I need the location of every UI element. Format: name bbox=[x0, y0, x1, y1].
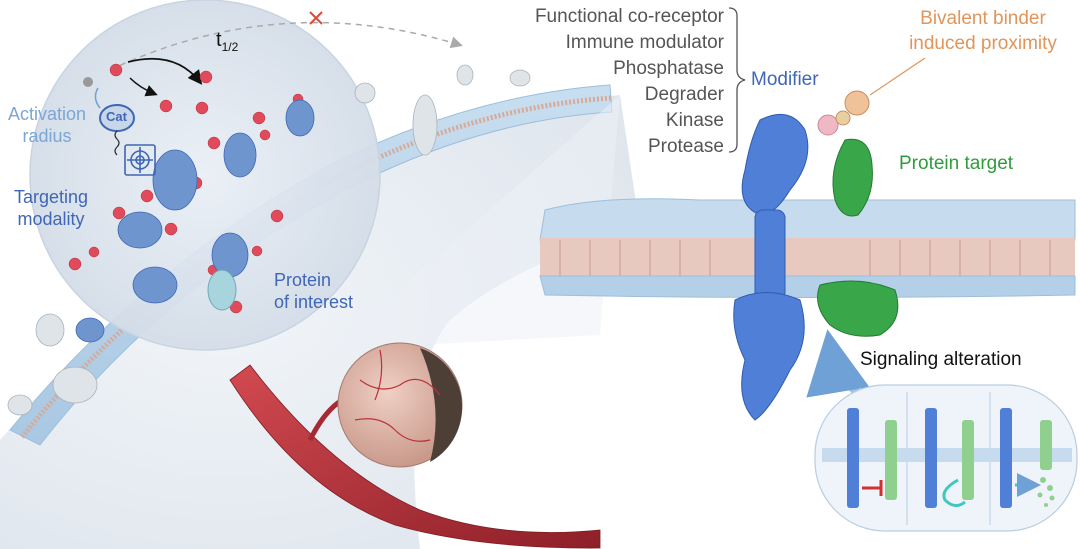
inset-panel-degrade bbox=[1000, 408, 1055, 508]
modifier-option: Kinase bbox=[665, 110, 724, 131]
modifier-protein bbox=[733, 113, 809, 421]
activation-radius-bubble bbox=[29, 0, 381, 351]
membrane-core bbox=[20, 95, 612, 439]
catalyst-linker bbox=[114, 130, 120, 156]
inset-panel-inhibit bbox=[847, 408, 897, 508]
bivalent-binder-line2: induced proximity bbox=[909, 33, 1057, 54]
right-membrane-top bbox=[539, 198, 1076, 241]
release-arrow-2 bbox=[129, 77, 158, 97]
half-life-sub: 1/2 bbox=[221, 40, 239, 54]
catalyst-label: Cat bbox=[106, 109, 127, 124]
half-life-t: t bbox=[216, 29, 222, 51]
modifier-option: Immune modulator bbox=[565, 32, 724, 53]
targeting-modality-label: Targeting modality bbox=[0, 186, 102, 230]
gray-molecule bbox=[83, 77, 93, 87]
modifier-option: Protease bbox=[647, 136, 724, 157]
tumor bbox=[337, 342, 463, 468]
membrane-proteins-left bbox=[75, 99, 315, 343]
blood-vessel bbox=[229, 364, 601, 549]
signaling-alteration-label: Signaling alteration bbox=[860, 349, 1022, 370]
targeting-modality-line1: Targeting bbox=[13, 187, 89, 207]
modifier-option: Phosphatase bbox=[613, 58, 724, 79]
protein-of-interest-line1: Protein bbox=[274, 270, 332, 290]
modifier-label: Modifier bbox=[751, 69, 819, 90]
modifier-bracket bbox=[728, 7, 746, 153]
targeting-modality-line2: modality bbox=[17, 209, 85, 229]
protein-target-label: Protein target bbox=[899, 153, 1014, 174]
modifier-option: Degrader bbox=[644, 84, 724, 105]
bivalent-binder-line1: Bivalent binder bbox=[920, 8, 1046, 29]
inset-membrane bbox=[822, 448, 1072, 462]
inset-panel-modulate bbox=[925, 408, 974, 508]
modifier-options-list: Functional co-receptor Immune modulator … bbox=[480, 4, 724, 160]
bivalent-binder-label: Bivalent binder induced proximity bbox=[890, 6, 1076, 56]
half-life-arc bbox=[109, 21, 463, 71]
blocked-x-icon bbox=[309, 11, 323, 25]
bivalent-binder-shape bbox=[817, 90, 870, 136]
membrane-proteins-gray bbox=[7, 64, 531, 416]
right-membrane-lipids bbox=[540, 238, 1075, 278]
release-arrow bbox=[127, 57, 203, 85]
cell-body bbox=[0, 95, 640, 549]
targeting-crosshair-icon bbox=[124, 144, 156, 176]
modifier-option: Functional co-receptor bbox=[534, 6, 724, 27]
ligand-molecules bbox=[68, 63, 304, 314]
protein-of-interest-line2: of interest bbox=[274, 292, 354, 312]
activation-radius-label: Activation radius bbox=[0, 103, 94, 147]
lipid-tails bbox=[559, 240, 1051, 276]
protein-of-interest-shape bbox=[207, 269, 237, 311]
activation-pointer bbox=[94, 87, 101, 109]
right-membrane-bottom bbox=[539, 275, 1076, 298]
activation-radius-line2: radius bbox=[22, 126, 72, 146]
binder-leader-line bbox=[869, 57, 926, 96]
protein-of-interest-label: Protein of interest bbox=[274, 269, 353, 313]
protein-target-shape bbox=[817, 138, 899, 337]
half-life-label: t1/2 bbox=[216, 30, 238, 53]
activation-radius-line1: Activation bbox=[7, 104, 87, 124]
